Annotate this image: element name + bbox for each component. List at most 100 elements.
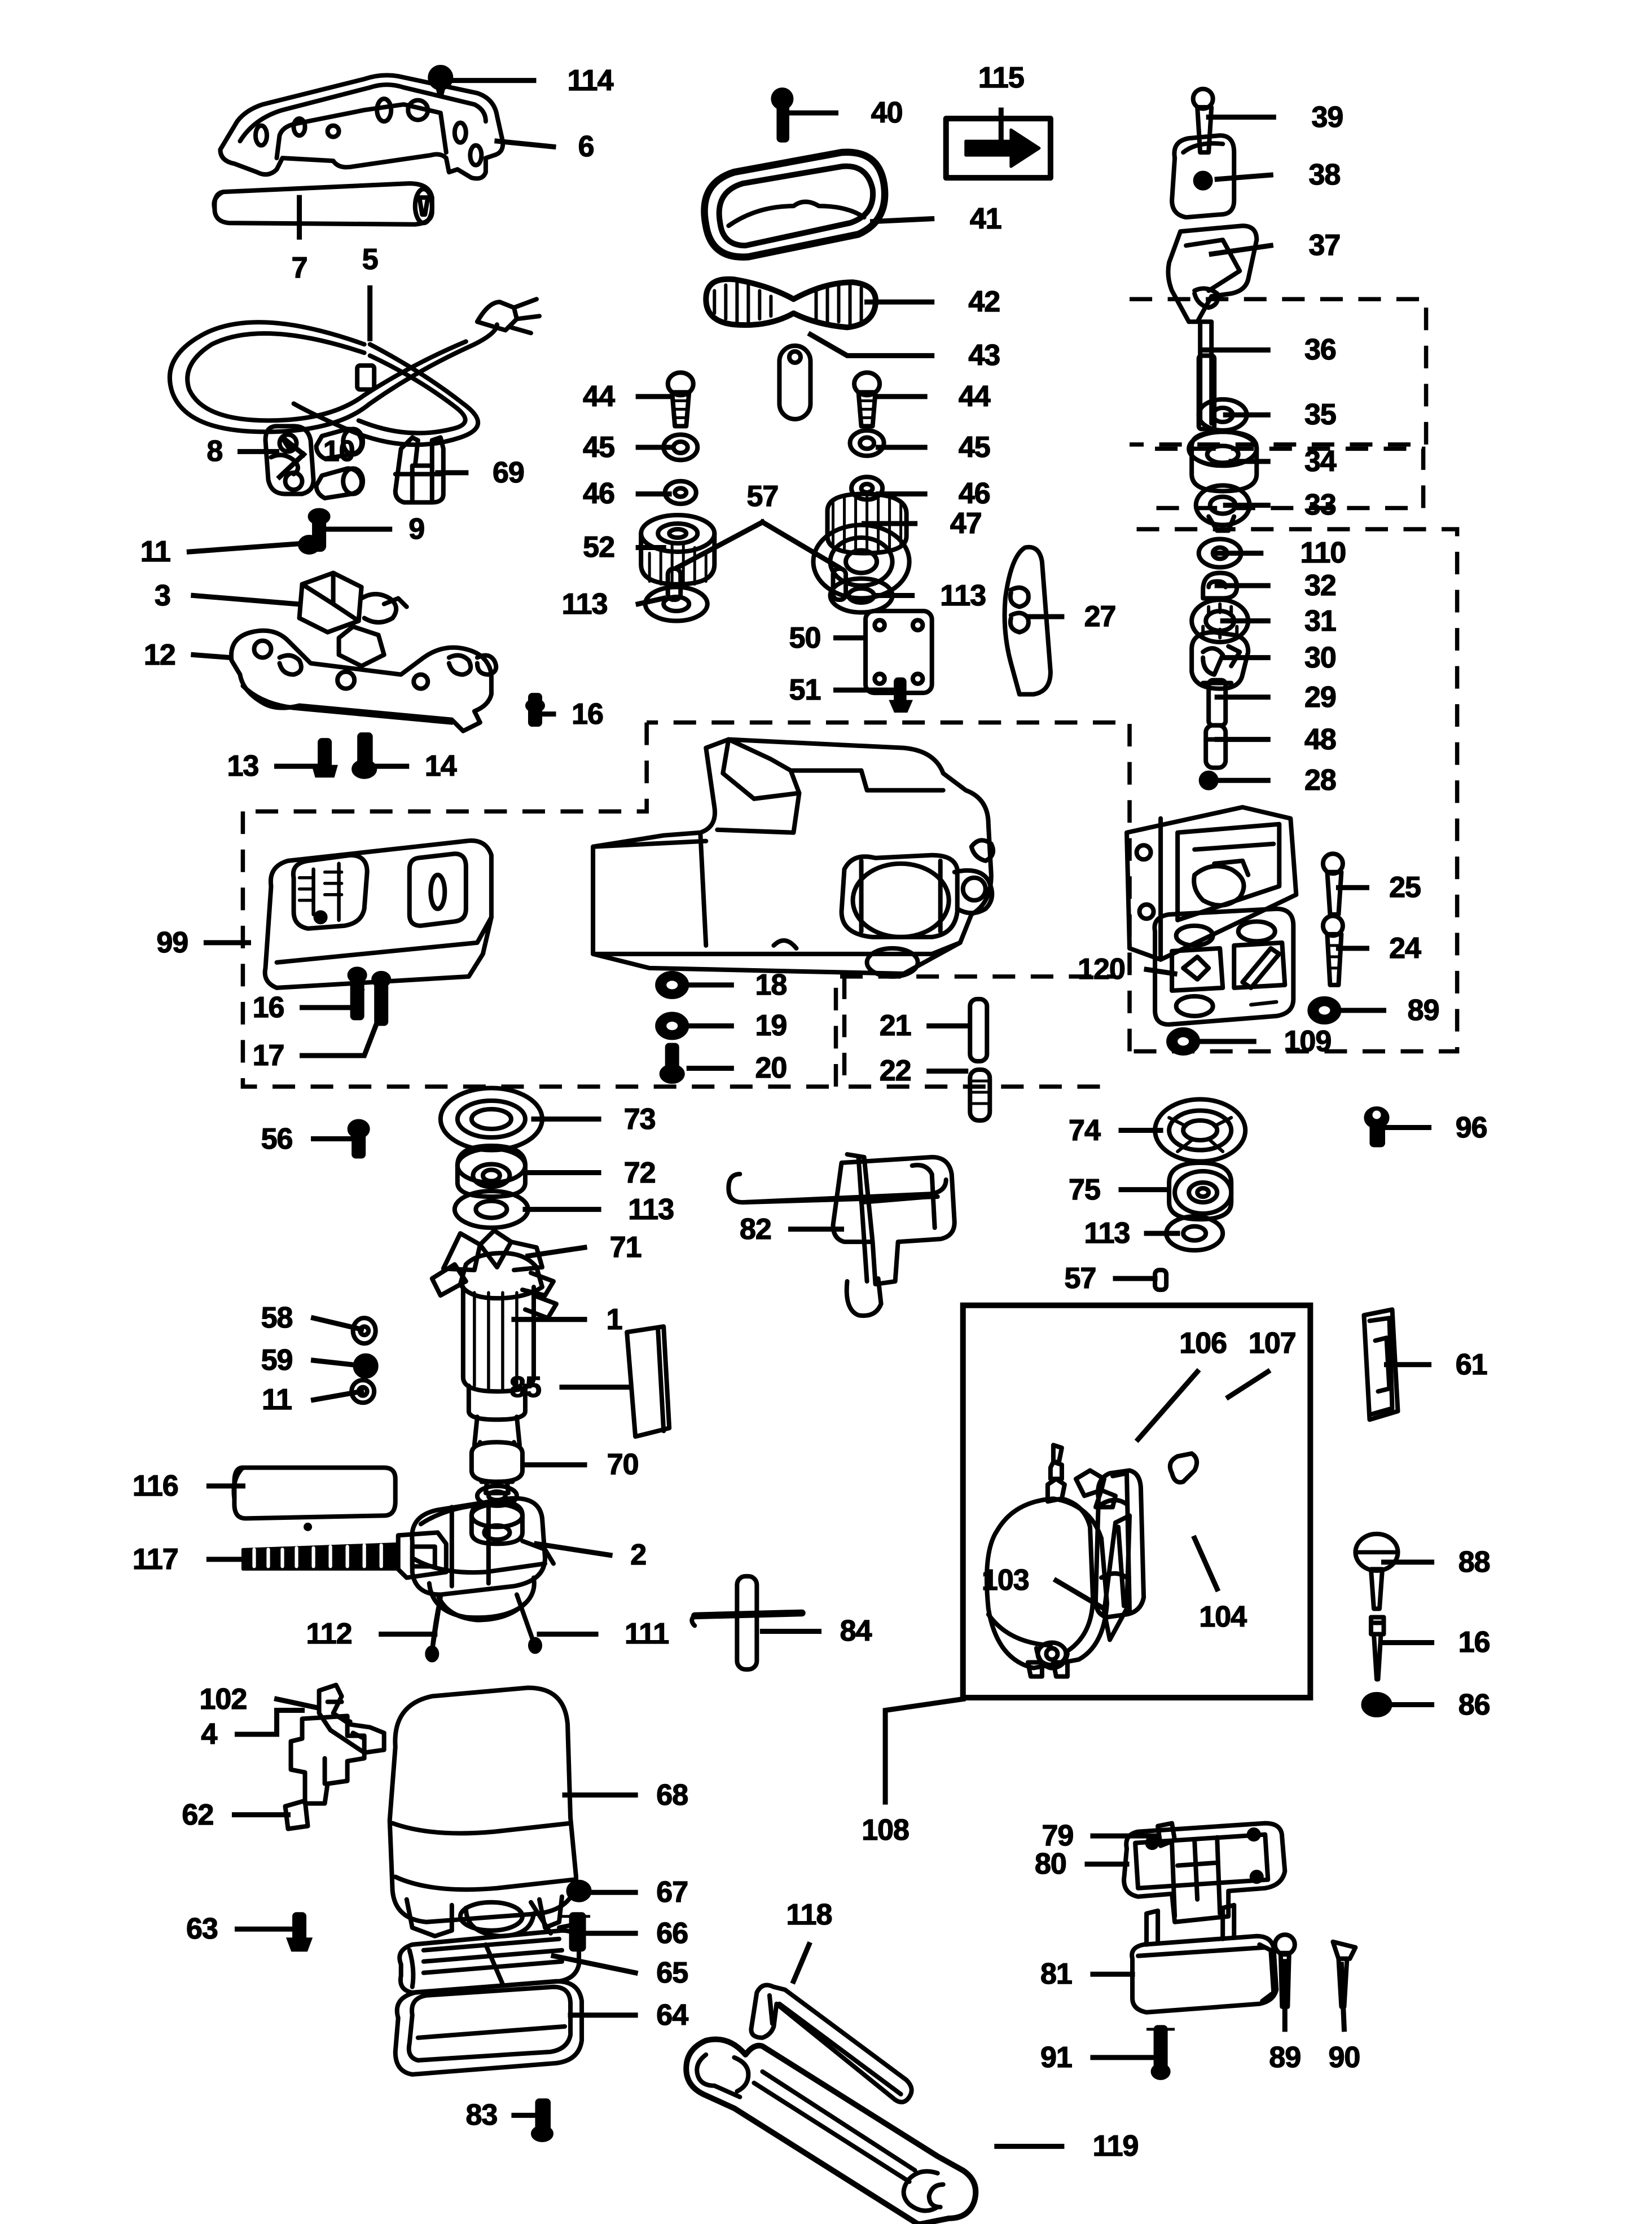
part-16b-screw	[347, 966, 367, 1021]
part-89b-pin	[1272, 1932, 1297, 2009]
callout-label-31: 31	[1304, 604, 1337, 638]
callout-label-69: 69	[492, 456, 525, 489]
part-106-screw	[1073, 1468, 1118, 1510]
part-59-terminal	[353, 1353, 379, 1379]
callout-label-30: 30	[1304, 641, 1337, 674]
callout-label-37: 37	[1308, 229, 1341, 262]
callout-label-45L: 45	[582, 430, 615, 464]
callout-label-43: 43	[968, 339, 1001, 372]
callout-label-113B: 113	[940, 579, 987, 612]
callout-label-19: 19	[755, 1009, 788, 1043]
callout-label-46L: 46	[582, 477, 615, 511]
part-57-keys	[665, 566, 849, 603]
callout-label-21: 21	[879, 1009, 912, 1043]
callout-label-81: 81	[1040, 1958, 1073, 1991]
callout-label-2: 2	[630, 1539, 647, 1572]
callout-label-36: 36	[1304, 333, 1337, 367]
part-17-screw	[371, 970, 392, 1026]
callout-label-22: 22	[879, 1054, 912, 1088]
callout-label-113C: 113	[628, 1193, 675, 1226]
callout-label-59: 59	[261, 1344, 293, 1377]
callout-label-57A: 57	[746, 480, 779, 513]
part-116-sleeve	[231, 1465, 398, 1531]
part-63-screw	[285, 1912, 313, 1952]
part-82-guide-arm	[726, 1152, 957, 1318]
part-91-screw	[1146, 2025, 1175, 2080]
part-86-ball	[1361, 1692, 1392, 1718]
callout-label-70A: 70	[607, 1448, 639, 1482]
callout-label-62: 62	[182, 1798, 214, 1831]
part-81-terminal-block	[1130, 1902, 1279, 2015]
part-13-screw	[311, 738, 338, 778]
callout-label-17: 17	[252, 1039, 285, 1072]
part-61-blade	[1361, 1307, 1400, 1422]
callout-label-12: 12	[143, 638, 176, 671]
callout-label-20: 20	[755, 1052, 788, 1085]
part-85-insulator	[625, 1324, 672, 1439]
part-88-screw	[1353, 1531, 1400, 1611]
part-34-collar	[1187, 429, 1259, 494]
part-4-brush-holder	[288, 1713, 367, 1806]
part-117-cable-tie	[241, 1530, 449, 1580]
callout-label-68: 68	[656, 1778, 689, 1812]
callout-label-29: 29	[1304, 680, 1337, 714]
callout-label-66: 66	[656, 1917, 689, 1950]
part-84-pin	[689, 1573, 806, 1672]
callout-label-38: 38	[1308, 159, 1341, 192]
callout-label-89B: 89	[1269, 2041, 1302, 2074]
part-40-pin	[771, 87, 794, 143]
callout-label-7: 7	[291, 252, 308, 285]
part-62-clip	[283, 1798, 310, 1831]
callout-label-34: 34	[1304, 445, 1337, 478]
part-10-screws	[314, 427, 366, 500]
part-36-rod	[1196, 353, 1217, 432]
callout-label-51: 51	[789, 674, 821, 707]
callout-label-63: 63	[186, 1913, 218, 1946]
part-6-handle-casting	[218, 73, 506, 181]
part-57b-key	[1153, 1268, 1169, 1293]
part-96-screw	[1364, 1106, 1390, 1148]
callout-label-67: 67	[656, 1876, 689, 1909]
callout-label-61: 61	[1455, 1348, 1488, 1381]
callout-label-11A: 11	[140, 535, 171, 568]
part-83-screw	[530, 2098, 554, 2142]
part-12-base-casting	[229, 628, 499, 733]
part-113d-washer	[1164, 1214, 1225, 1253]
part-113c-washer	[452, 1189, 530, 1230]
callout-label-10: 10	[323, 435, 355, 468]
callout-label-99: 99	[156, 926, 189, 959]
callout-label-112: 112	[306, 1618, 353, 1651]
callout-label-45R: 45	[958, 430, 991, 464]
part-67-ball	[566, 1879, 592, 1902]
part-20-screw	[659, 1043, 685, 1084]
part-107-pin	[1167, 1451, 1200, 1485]
part-47-pulley	[811, 491, 912, 601]
callout-label-109: 109	[1284, 1025, 1332, 1058]
part-3-switch	[297, 570, 409, 669]
part-24-screw	[1320, 913, 1345, 987]
part-119-wrench	[683, 2036, 979, 2224]
callout-label-64: 64	[656, 1998, 689, 2032]
callout-label-119: 119	[1092, 2130, 1139, 2163]
part-73-seal	[438, 1085, 544, 1153]
callout-label-41: 41	[969, 202, 1002, 235]
part-27-blade	[1002, 544, 1053, 697]
callout-label-58: 58	[261, 1302, 293, 1335]
part-51-screw	[889, 677, 913, 713]
part-41-belt	[701, 148, 889, 261]
callout-label-52: 52	[582, 531, 615, 564]
part-21-pin	[968, 996, 990, 1063]
callout-label-85: 85	[509, 1370, 542, 1404]
part-70-bearing	[469, 1440, 525, 1484]
part-11b-terminal	[349, 1378, 377, 1405]
callout-label-8: 8	[206, 435, 223, 468]
callout-label-106: 106	[1179, 1327, 1228, 1360]
callout-label-75: 75	[1068, 1173, 1101, 1206]
callout-label-18: 18	[755, 968, 788, 1001]
callout-label-74: 74	[1068, 1114, 1101, 1147]
callout-label-28: 28	[1304, 764, 1337, 797]
callout-label-71: 71	[609, 1231, 642, 1264]
part-44-left-screw	[665, 370, 696, 429]
part-16c-screw	[1368, 1615, 1386, 1682]
